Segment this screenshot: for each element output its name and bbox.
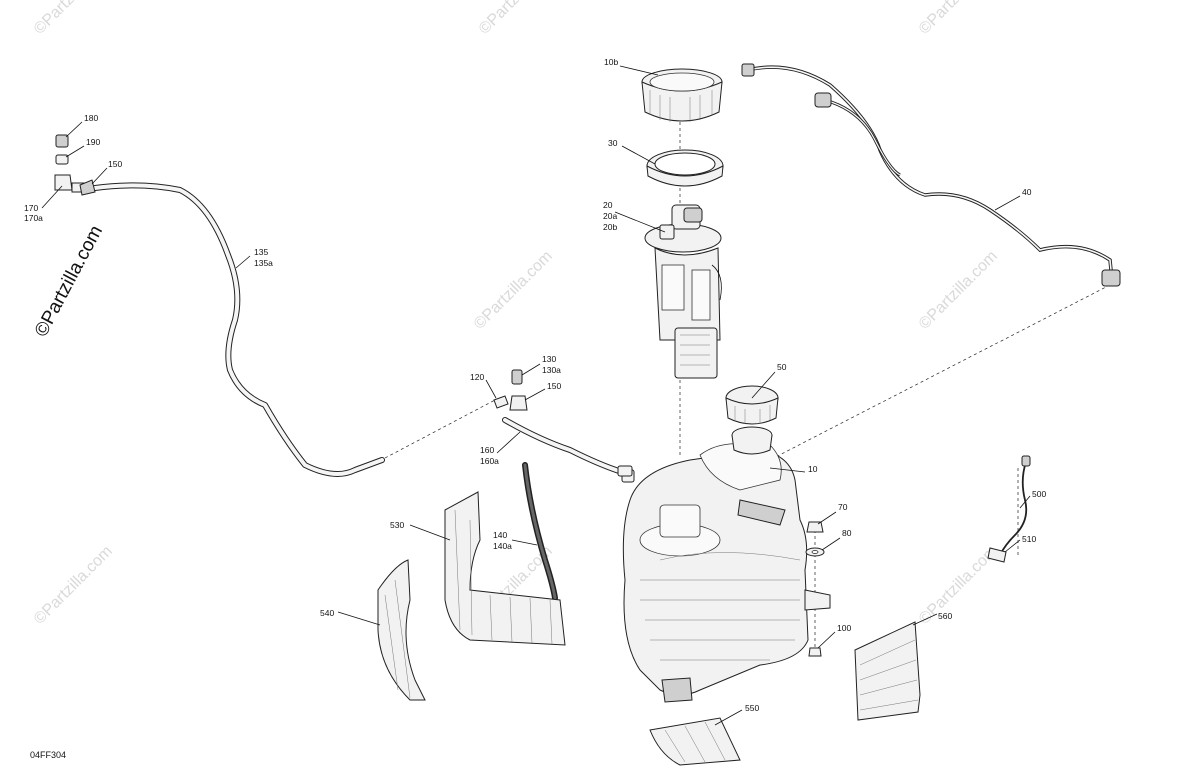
callout-10: 10 [808, 464, 818, 474]
callout-120: 120 [470, 372, 484, 382]
callout-130a: 130a [542, 365, 561, 375]
callout-20: 20 [603, 200, 613, 210]
watermark-text: ©Partzilla.com [471, 248, 556, 333]
callout-560: 560 [938, 611, 952, 621]
callout-190: 190 [86, 137, 100, 147]
harness-40 [741, 63, 1121, 287]
callout-40: 40 [1022, 187, 1032, 197]
callout-labels: 10b 30 20 20a 20b 40 50 10 70 80 100 180… [24, 57, 1046, 713]
fuel-tank-10 [621, 426, 831, 703]
hose-140 [522, 462, 558, 601]
callout-550: 550 [745, 703, 759, 713]
fittings-left [54, 134, 96, 196]
callout-150: 150 [547, 381, 561, 391]
watermark-text: ©Partzilla.com [31, 0, 116, 38]
callout-160: 160 [480, 445, 494, 455]
fasteners [805, 521, 825, 657]
fuel-pump-20 [644, 204, 722, 379]
heat-shields [377, 491, 921, 766]
locking-ring-10b [641, 68, 723, 122]
callout-130: 130 [542, 354, 556, 364]
callout-500: 500 [1032, 489, 1046, 499]
watermarks: ©Partzilla.com ©Partzilla.com ©Partzilla… [31, 0, 1001, 628]
callout-20b: 20b [603, 222, 617, 232]
callout-140a: 140a [493, 541, 512, 551]
callout-170: 170 [24, 203, 38, 213]
fittings-center [493, 369, 633, 477]
callout-180: 180 [84, 113, 98, 123]
callout-160a: 160a [480, 456, 499, 466]
callout-510: 510 [1022, 534, 1036, 544]
callout-170a: 170a [24, 213, 43, 223]
callout-530: 530 [390, 520, 404, 530]
callout-135a: 135a [254, 258, 273, 268]
leader-lines [41, 65, 1031, 726]
fuel-cap-50 [725, 385, 779, 425]
watermark-text: ©Partzilla.com [31, 543, 116, 628]
callout-30: 30 [608, 138, 618, 148]
watermark-text: ©Partzilla.com [916, 0, 1001, 38]
hose-160 [502, 417, 625, 475]
gasket-30 [646, 149, 724, 187]
callout-80: 80 [842, 528, 852, 538]
callout-70: 70 [838, 502, 848, 512]
callout-140: 140 [493, 530, 507, 540]
callout-10b: 10b [604, 57, 618, 67]
callout-150: 150 [108, 159, 122, 169]
sensor-500 [987, 455, 1031, 563]
diagram-code: 04FF304 [30, 750, 66, 760]
callout-100: 100 [837, 623, 851, 633]
hose-135 [92, 182, 385, 477]
partzilla-watermark: ©Partzilla.com [31, 222, 107, 340]
watermark-text: ©Partzilla.com [916, 248, 1001, 333]
callout-50: 50 [777, 362, 787, 372]
callout-540: 540 [320, 608, 334, 618]
watermark-text: ©Partzilla.com [476, 0, 561, 38]
callout-20a: 20a [603, 211, 617, 221]
callout-135: 135 [254, 247, 268, 257]
